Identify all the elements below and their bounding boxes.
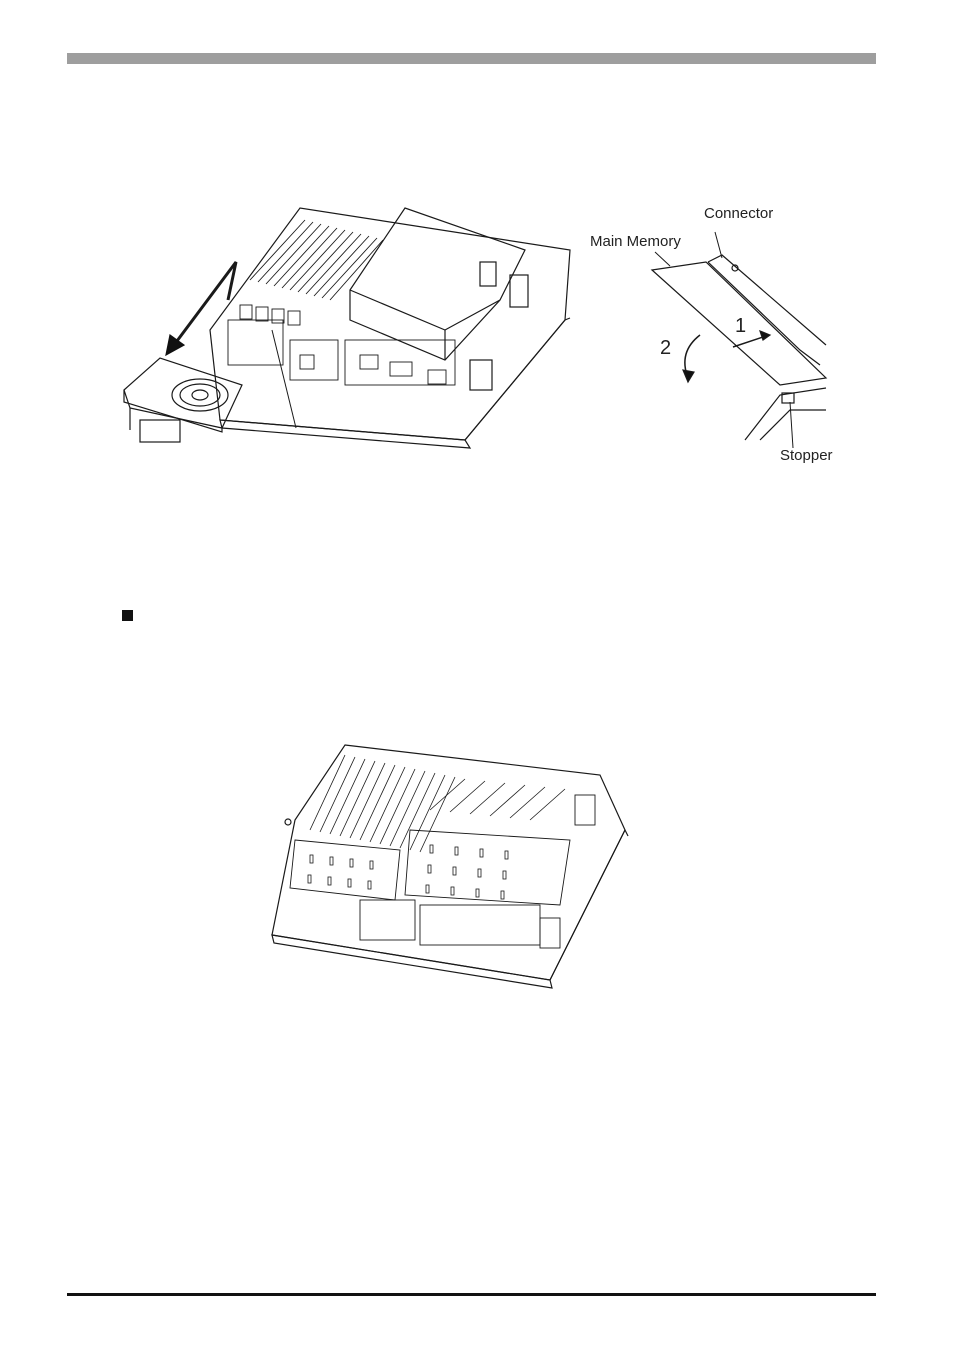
square-bullet-icon [122,610,133,621]
connector-label: Connector [704,205,773,222]
step-1-label: 1 [735,315,746,338]
step-2-label: 2 [660,337,671,360]
memory-insertion-detail [652,232,826,448]
footer-rule [67,1293,876,1296]
step-2-arrow-icon [683,335,700,382]
stopper-label: Stopper [780,447,833,464]
main-memory-label: Main Memory [590,233,681,250]
fan-unit-illustration [124,358,242,442]
unit-rear-illustration [210,208,570,448]
unit-rear-view-illustration [272,745,628,988]
